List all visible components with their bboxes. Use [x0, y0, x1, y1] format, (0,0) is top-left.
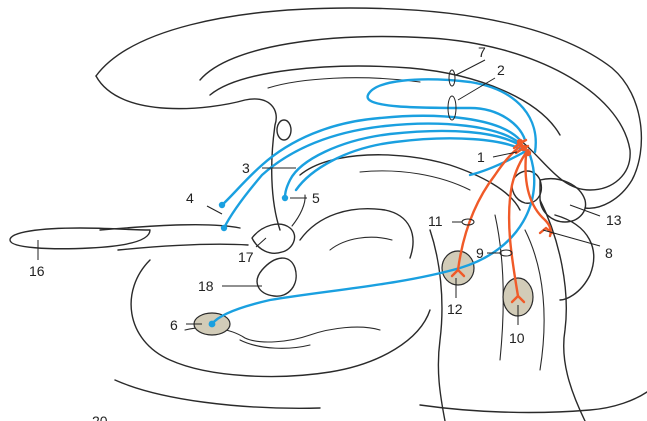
label-11: 11	[428, 213, 443, 229]
number-labels: 7 2 1 3 4 5 13 11 8 9 16 17 18 6 12 10 2…	[29, 44, 622, 421]
label-3: 3	[242, 160, 250, 176]
blue-terminal-4a	[219, 202, 225, 208]
label-9: 9	[476, 245, 484, 261]
orange-cell-c	[525, 150, 531, 156]
label-4: 4	[186, 190, 194, 206]
label-17: 17	[238, 249, 254, 265]
label-5: 5	[312, 190, 320, 206]
label-13: 13	[606, 212, 622, 228]
label-10: 10	[509, 330, 525, 346]
brain-outline	[96, 8, 647, 421]
label-7: 7	[478, 44, 486, 60]
orange-cell-a	[517, 139, 523, 145]
label-6: 6	[170, 317, 178, 333]
label-16: 16	[29, 263, 45, 279]
label-8: 8	[605, 245, 613, 261]
blue-pathways	[212, 79, 536, 324]
label-2: 2	[497, 62, 505, 78]
page-number: 20	[92, 413, 108, 421]
bundle-ring-9	[500, 250, 512, 256]
label-12: 12	[447, 301, 463, 317]
blue-terminal-6	[209, 321, 216, 328]
label-1: 1	[477, 149, 485, 165]
blue-terminal-4b	[221, 225, 227, 231]
orange-cell-b	[521, 145, 527, 151]
bundle-ring-7	[449, 70, 455, 86]
olfactory-bulb	[10, 228, 150, 249]
blue-terminal-5	[282, 195, 288, 201]
label-18: 18	[198, 278, 214, 294]
